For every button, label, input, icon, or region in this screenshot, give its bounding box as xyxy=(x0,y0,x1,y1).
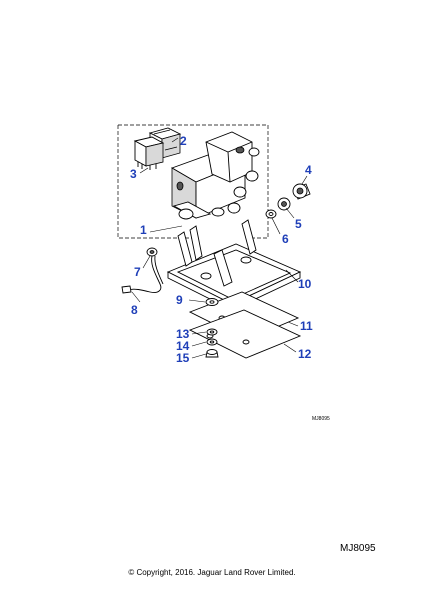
nut-15 xyxy=(205,349,219,358)
base-plate-12 xyxy=(188,309,302,359)
callout-10: 10 xyxy=(298,277,312,291)
nut-6 xyxy=(265,209,277,219)
callout-8: 8 xyxy=(131,303,138,317)
callout-2: 2 xyxy=(180,134,187,148)
washer-14 xyxy=(206,338,218,346)
drawing-ref-small: MJ8095 xyxy=(312,416,330,422)
grommet-5 xyxy=(277,197,291,211)
hydraulic-unit xyxy=(170,131,260,220)
callout-15: 15 xyxy=(176,351,190,365)
callout-14: 14 xyxy=(176,339,190,353)
copyright-notice: © Copyright, 2016. Jaguar Land Rover Lim… xyxy=(128,568,296,577)
callout-7: 7 xyxy=(134,265,141,279)
assembly-group-outline xyxy=(117,124,269,239)
callout-5: 5 xyxy=(295,217,302,231)
callout-4: 4 xyxy=(305,163,312,177)
callout-11: 11 xyxy=(300,319,313,333)
drawing-ref: MJ8095 xyxy=(340,543,376,554)
washer-9 xyxy=(205,298,219,306)
damper-4 xyxy=(292,183,311,200)
callout-9: 9 xyxy=(176,293,183,307)
washer-13 xyxy=(206,328,218,336)
callout-1: 1 xyxy=(140,223,147,237)
relay-3 xyxy=(133,136,165,170)
callout-6: 6 xyxy=(282,232,289,246)
leader-lines xyxy=(131,137,308,359)
callout-12: 12 xyxy=(298,347,312,361)
earth-lead xyxy=(121,247,164,294)
callout-13: 13 xyxy=(176,327,190,341)
callout-3: 3 xyxy=(130,167,137,181)
